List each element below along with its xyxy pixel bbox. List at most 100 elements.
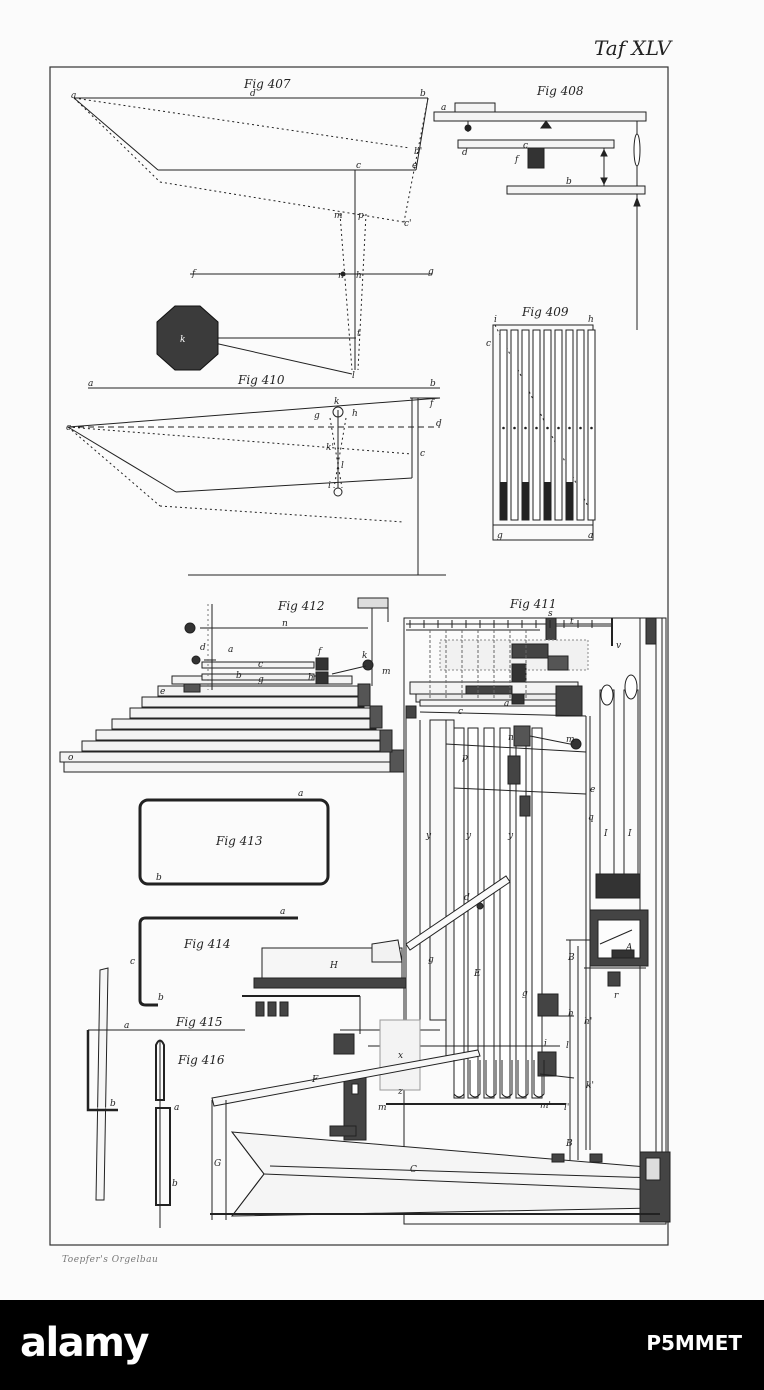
- label-407-e: e: [412, 161, 417, 171]
- label-411-m: m: [566, 735, 575, 745]
- label-412-e: e: [160, 687, 165, 697]
- label-411-q: q: [588, 813, 594, 823]
- fig-409-slat: [576, 329, 585, 521]
- fig-416-drawing: [155, 1039, 171, 1228]
- fig-411-caption: Fig 411: [509, 597, 557, 611]
- label-413-b: b: [156, 873, 162, 883]
- label-411-g1: g: [428, 955, 434, 965]
- label-407-l: l: [352, 371, 355, 381]
- label-411-y1: y: [425, 831, 432, 841]
- label-412-g: g: [258, 675, 264, 685]
- fig-411-trap-loop: [469, 1060, 481, 1098]
- label-409-g: g: [497, 531, 503, 541]
- fig-409-pin: [557, 426, 560, 430]
- label-410-k: k: [334, 397, 339, 407]
- label-409-a: a: [588, 531, 593, 541]
- label-411-i: i: [544, 1039, 547, 1049]
- fig-409-pin: [546, 426, 549, 430]
- fig-413-caption: Fig 413: [215, 834, 263, 848]
- label-414-b: b: [158, 993, 164, 1003]
- label-409-h: h: [588, 315, 594, 325]
- engraver-credit: Toepfer's Orgelbau: [62, 1255, 159, 1265]
- label-411-e: e: [590, 785, 595, 795]
- label-416-a: a: [174, 1103, 179, 1113]
- fig-409-slat: [587, 329, 596, 521]
- label-412-k: k: [362, 651, 367, 661]
- fig-413-frame: [138, 798, 330, 886]
- fig-409-black-key: [500, 482, 507, 520]
- fig-409-slats: [499, 329, 596, 521]
- fig-409-slat: [554, 329, 563, 521]
- label-411-m1: m': [540, 1101, 551, 1111]
- label-412-m: m: [382, 667, 391, 677]
- label-411-G: G: [214, 1159, 221, 1169]
- fig-409-slat: [510, 329, 519, 521]
- fig-411-trackers: [409, 620, 593, 1098]
- fig-407-caption: Fig 407: [243, 77, 291, 91]
- label-411-I1: I: [603, 829, 608, 839]
- label-415-a: a: [124, 1021, 129, 1031]
- label-412-b: b: [236, 671, 242, 681]
- label-410-c-right: c: [420, 449, 425, 459]
- label-411-F: F: [311, 1075, 319, 1085]
- label-412-d: d: [200, 643, 206, 653]
- fig-409-pin: [568, 426, 571, 430]
- label-410-f: f: [429, 399, 435, 409]
- label-410-d: d: [436, 419, 442, 429]
- fig-410-caption: Fig 410: [237, 373, 285, 387]
- label-408-d: d: [462, 148, 468, 158]
- label-412-a: a: [228, 645, 233, 655]
- label-411-y2: y: [465, 831, 472, 841]
- label-410-b: b: [430, 379, 436, 389]
- label-407-n: n: [338, 271, 344, 281]
- fig-409-pin: [579, 426, 582, 430]
- label-411-z: z: [397, 1087, 403, 1097]
- label-409-i: i: [494, 315, 497, 325]
- label-411-B-top: B: [567, 953, 575, 963]
- label-411-l1: l': [564, 1103, 569, 1113]
- fig-412-drawing: [59, 597, 405, 773]
- label-411-I2: I: [627, 829, 632, 839]
- label-408-c: c: [523, 141, 528, 151]
- label-411-h: h: [568, 1009, 574, 1019]
- label-408-a: a: [441, 103, 446, 113]
- label-412-c: c: [258, 660, 263, 670]
- fig-412-caption: Fig 412: [277, 599, 325, 613]
- label-407-m: m: [334, 211, 343, 221]
- fig-409-pin: [535, 426, 538, 430]
- image-code: P5MMET: [646, 1331, 742, 1355]
- fig-409-black-key: [544, 482, 551, 520]
- fig-409-drawing: [492, 324, 596, 541]
- label-407-t: t: [357, 329, 361, 339]
- label-411-k1: k': [586, 1081, 594, 1091]
- label-407-h: h: [356, 271, 362, 281]
- fig-411-trap-loop: [501, 1060, 513, 1098]
- label-412-h: h: [308, 673, 314, 683]
- fig-411-drawing: [210, 617, 671, 1225]
- watermark-footer: alamy P5MMET: [0, 1300, 764, 1390]
- label-416-b: b: [172, 1179, 178, 1189]
- fig-409-black-key: [522, 482, 529, 520]
- label-411-E: E: [473, 969, 481, 979]
- label-407-b: b: [420, 89, 426, 99]
- fig-411-trap-loop: [533, 1060, 545, 1098]
- label-412-n: n: [282, 619, 288, 629]
- label-410-g: g: [314, 411, 320, 421]
- label-411-s: s: [548, 609, 553, 619]
- label-412-o: o: [68, 753, 74, 763]
- label-408-f: f: [514, 155, 520, 165]
- label-407-a: a: [71, 91, 76, 101]
- fig-410-drawing: [67, 387, 446, 576]
- fig-415-drawing: [86, 967, 245, 1201]
- label-411-y3: y: [507, 831, 514, 841]
- label-411-g2: g: [522, 989, 528, 999]
- label-409-c: c: [486, 339, 491, 349]
- label-410-i: i: [328, 481, 331, 491]
- fig-411-trap-loop: [453, 1060, 465, 1098]
- label-407-p: p: [358, 211, 364, 221]
- label-413-a: a: [298, 789, 303, 799]
- fig-416-caption: Fig 416: [177, 1053, 225, 1067]
- fig-407-drawing: [73, 97, 432, 375]
- fig-414-caption: Fig 414: [183, 937, 231, 951]
- label-407-c: c: [356, 161, 361, 171]
